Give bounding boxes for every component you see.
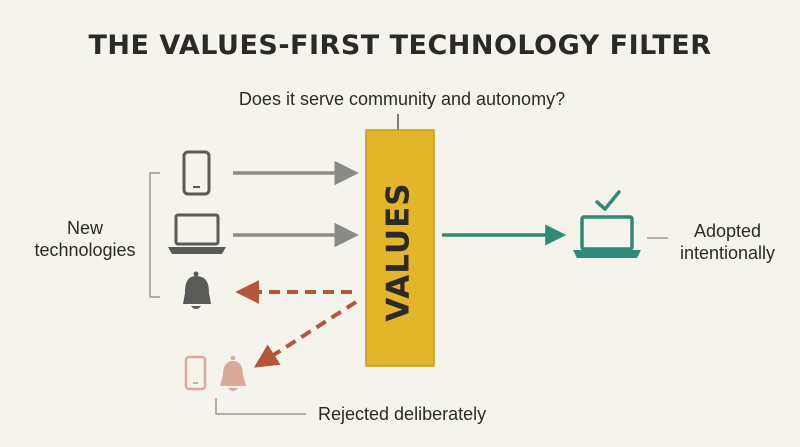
new-technologies-label: New technologies	[30, 217, 140, 261]
rejected-bell-icon	[220, 355, 246, 391]
bell-icon	[183, 271, 211, 309]
new-technologies-label-line2: technologies	[34, 240, 136, 260]
laptop-with-checkmark-icon	[573, 190, 641, 258]
new-technologies-bracket	[149, 172, 160, 298]
diagonal-rejected-arrow	[253, 300, 358, 368]
adopted-intentionally-label: Adopted intentionally	[665, 220, 790, 264]
smartphone-icon	[182, 150, 211, 196]
rejected-bracket	[215, 398, 306, 415]
rejected-deliberately-label: Rejected deliberately	[318, 404, 487, 424]
values-filter-label: VALUES	[381, 182, 417, 321]
new-technologies-label-line1: New	[66, 218, 103, 238]
filter-question: Does it serve community and autonomy?	[238, 89, 566, 109]
adopted-label-line2: intentionally	[679, 243, 776, 263]
rejected-smartphone-icon	[184, 355, 207, 391]
values-filter: VALUES	[365, 129, 435, 367]
diagram-title: THE VALUES-FIRST TECHNOLOGY FILTER	[88, 30, 712, 61]
laptop-icon	[168, 213, 226, 254]
adopted-label-line1: Adopted	[693, 221, 762, 241]
